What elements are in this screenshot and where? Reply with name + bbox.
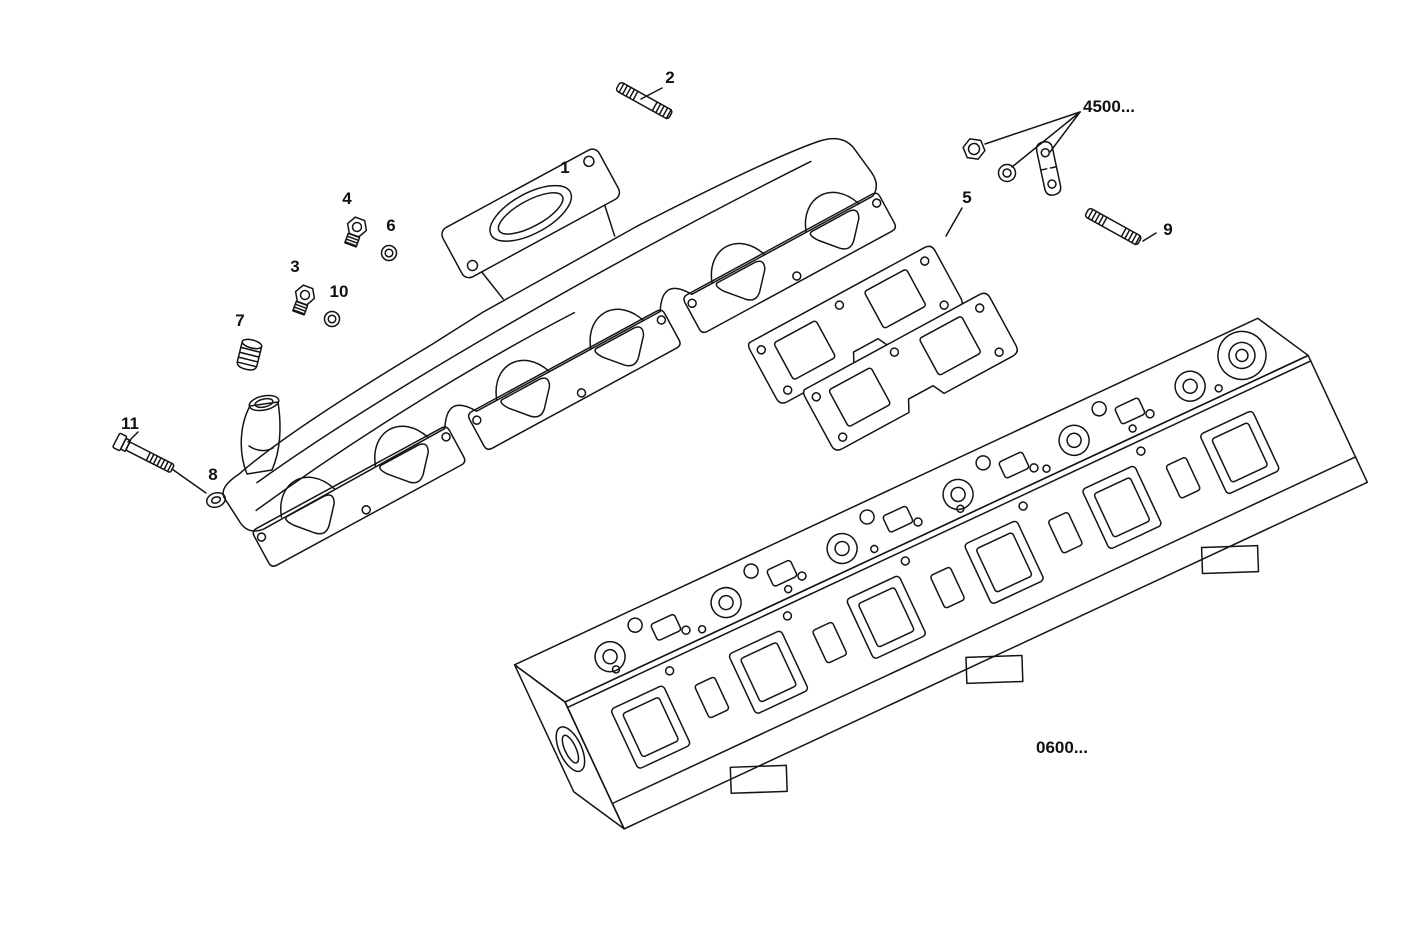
callout-7: 7: [235, 311, 245, 330]
screw-plug-7: [235, 336, 264, 373]
bolt-11: [111, 432, 177, 477]
callout-4: 4: [342, 189, 352, 208]
intake-manifold-art: [222, 137, 897, 567]
callout-6: 6: [386, 216, 396, 235]
leader-lines: [127, 87, 1157, 494]
callout-8: 8: [208, 465, 218, 484]
callout-3: 3: [290, 257, 300, 276]
seal-ring-10: [323, 310, 341, 328]
hex-plug-4: [340, 214, 371, 250]
ref-label-0600: 0600...: [1036, 738, 1088, 757]
callout-5: 5: [962, 188, 972, 207]
callout-10: 10: [329, 282, 349, 301]
callout-9: 9: [1163, 220, 1173, 239]
washer-8: [205, 491, 227, 509]
nut-4500: [961, 137, 987, 161]
stud-9: [1083, 206, 1143, 247]
callout-1: 1: [560, 158, 570, 177]
cylinder-head-art: [513, 317, 1369, 830]
callout-11: 11: [121, 414, 139, 433]
ref-label-4500: 4500...: [1083, 97, 1135, 116]
hex-plug-3: [288, 282, 319, 318]
callout-2: 2: [665, 68, 675, 87]
bracket-4500: [1034, 139, 1063, 198]
seal-ring-6: [380, 244, 398, 262]
manifold-stub-art: [240, 394, 281, 475]
